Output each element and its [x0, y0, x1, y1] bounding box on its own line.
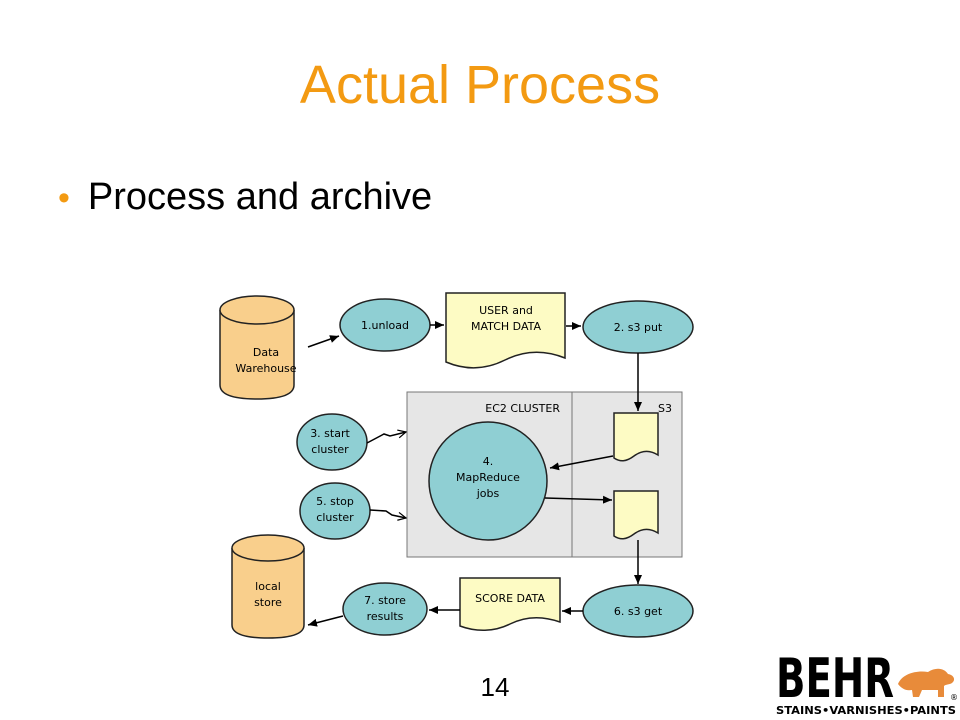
arrow-s3doc-to-mapreduce — [549, 455, 614, 471]
s3-get-process: 6. s3 get — [582, 584, 694, 638]
start-cluster-label-1: 3. start — [310, 427, 350, 440]
user-match-data-doc: USER and MATCH DATA — [445, 292, 566, 369]
mapreduce-label-3: jobs — [476, 487, 500, 500]
behr-logo: BEHR ® STAINS•VARNISHES•PAINTS — [776, 650, 958, 717]
data-warehouse-label-2: Warehouse — [235, 362, 296, 375]
diagram-arrows — [307, 321, 642, 627]
s3-put-label: 2. s3 put — [614, 321, 663, 334]
bullet-item: • Process and archive — [58, 178, 432, 216]
s3-label: S3 — [658, 402, 672, 415]
stop-cluster-label-1: 5. stop — [316, 495, 354, 508]
user-match-label-1: USER and — [479, 304, 533, 317]
s3-doc-lower — [613, 490, 659, 540]
arrow-start-cluster-to-ec2 — [366, 432, 406, 444]
behr-logo-registered: ® — [950, 693, 958, 702]
stop-cluster-process: 5. stop cluster — [299, 482, 371, 540]
bullet-dot-icon: • — [58, 179, 70, 217]
score-data-label: SCORE DATA — [475, 592, 545, 605]
ec2-cluster-label: EC2 CLUSTER — [485, 402, 560, 415]
behr-logo-tagline: STAINS•VARNISHES•PAINTS — [776, 704, 956, 717]
start-cluster-label-2: cluster — [311, 443, 349, 456]
bear-icon — [898, 668, 955, 697]
arrow-storeresults-to-localstore — [307, 615, 344, 627]
bullet-text: Process and archive — [87, 176, 433, 218]
mapreduce-label-1: 4. — [483, 455, 494, 468]
score-data-doc: SCORE DATA — [459, 577, 561, 631]
arrow-stop-cluster-to-ec2 — [369, 509, 406, 518]
local-store-db: local store — [231, 534, 305, 639]
store-results-label-1: 7. store — [364, 594, 406, 607]
arrow-warehouse-to-unload — [307, 335, 340, 348]
data-warehouse-db: Data Warehouse — [219, 295, 297, 400]
mapreduce-label-2: MapReduce — [456, 471, 520, 484]
data-warehouse-label-1: Data — [253, 346, 279, 359]
process-diagram: EC2 CLUSTER S3 Data Warehouse 1.unload U… — [219, 292, 694, 639]
slide-title: Actual Process — [299, 55, 661, 115]
s3-get-label: 6. s3 get — [614, 605, 663, 618]
unload-process: 1.unload — [339, 298, 431, 352]
local-store-label-1: local — [255, 580, 281, 593]
user-match-label-2: MATCH DATA — [471, 320, 541, 333]
s3-put-process: 2. s3 put — [582, 300, 694, 354]
store-results-label-2: results — [367, 610, 404, 623]
unload-label: 1.unload — [361, 319, 409, 332]
behr-logo-brand: BEHR — [776, 650, 894, 710]
mapreduce-process: 4. MapReduce jobs — [428, 421, 548, 541]
arrow-mapreduce-to-s3doc — [544, 495, 613, 504]
page-number: 14 — [480, 672, 510, 702]
local-store-label-2: store — [254, 596, 282, 609]
stop-cluster-label-2: cluster — [316, 511, 354, 524]
s3-doc-upper — [613, 412, 659, 462]
store-results-process: 7. store results — [342, 582, 428, 636]
start-cluster-process: 3. start cluster — [296, 413, 368, 471]
